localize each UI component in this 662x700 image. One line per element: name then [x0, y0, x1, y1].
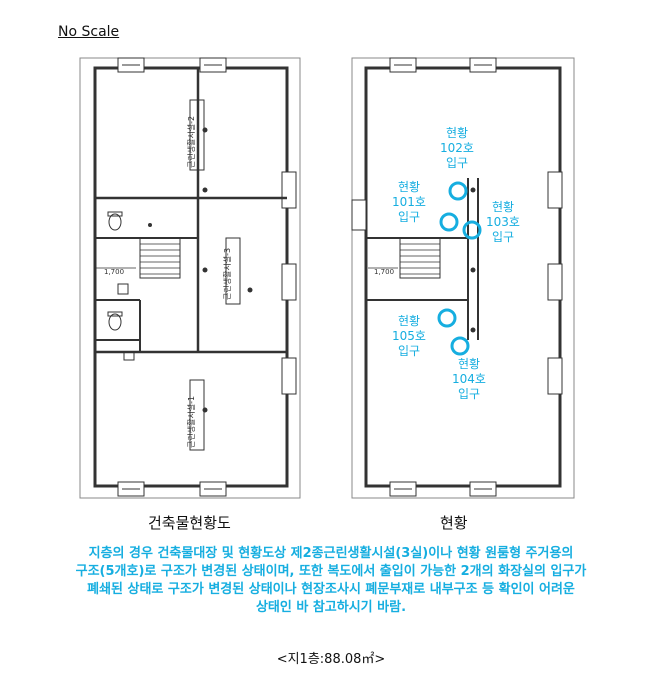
entrance-markers — [437, 181, 482, 356]
room-label-2: 근린생활시설-2 — [186, 116, 196, 168]
entrance-label-103: 현황 103호 입구 — [486, 200, 520, 244]
top-windows-left — [117, 57, 227, 73]
right-plan-caption: 현황 — [440, 514, 468, 532]
entrance-label-102: 현황 102호 입구 — [440, 126, 474, 170]
room-label-1: 근린생활시설-1 — [186, 396, 196, 448]
scale-note: No Scale — [58, 24, 120, 40]
entrance-label-105: 현황 105호 입구 — [392, 314, 426, 358]
left-plan — [79, 57, 301, 499]
bottom-windows-left — [117, 481, 227, 497]
right-plan — [351, 57, 575, 499]
note-line: 폐쇄된 상태로 구조가 변경된 상태이나 현장조사시 폐문부재로 내부구조 등 … — [87, 582, 575, 597]
dimension-left: 1,700 — [104, 268, 124, 276]
note-line: 상태인 바 참고하시기 바람. — [255, 600, 407, 615]
note-line: 지층의 경우 건축물대장 및 현황도상 제2종근린생활시설(3실)이나 현황 원… — [88, 546, 574, 561]
explanatory-note: 지층의 경우 건축물대장 및 현황도상 제2종근린생활시설(3실)이나 현황 원… — [40, 545, 622, 617]
dimension-right: 1,700 — [374, 268, 394, 276]
entrance-label-104: 현황 104호 입구 — [452, 357, 486, 401]
note-line: 구조(5개호)로 구조가 변경된 상태이며, 또한 복도에서 출입이 가능한 2… — [75, 564, 587, 579]
floor-plans: 근린생활시설-2 근린생활시설-3 근린생활시설-1 1,700 1,700 — [79, 57, 575, 499]
room-label-3: 근린생활시설-3 — [222, 248, 232, 300]
floor-area: <지1층:88.08㎡> — [276, 652, 386, 667]
left-plan-caption: 건축물현황도 — [148, 514, 231, 532]
entrance-label-101: 현황 101호 입구 — [392, 180, 426, 224]
